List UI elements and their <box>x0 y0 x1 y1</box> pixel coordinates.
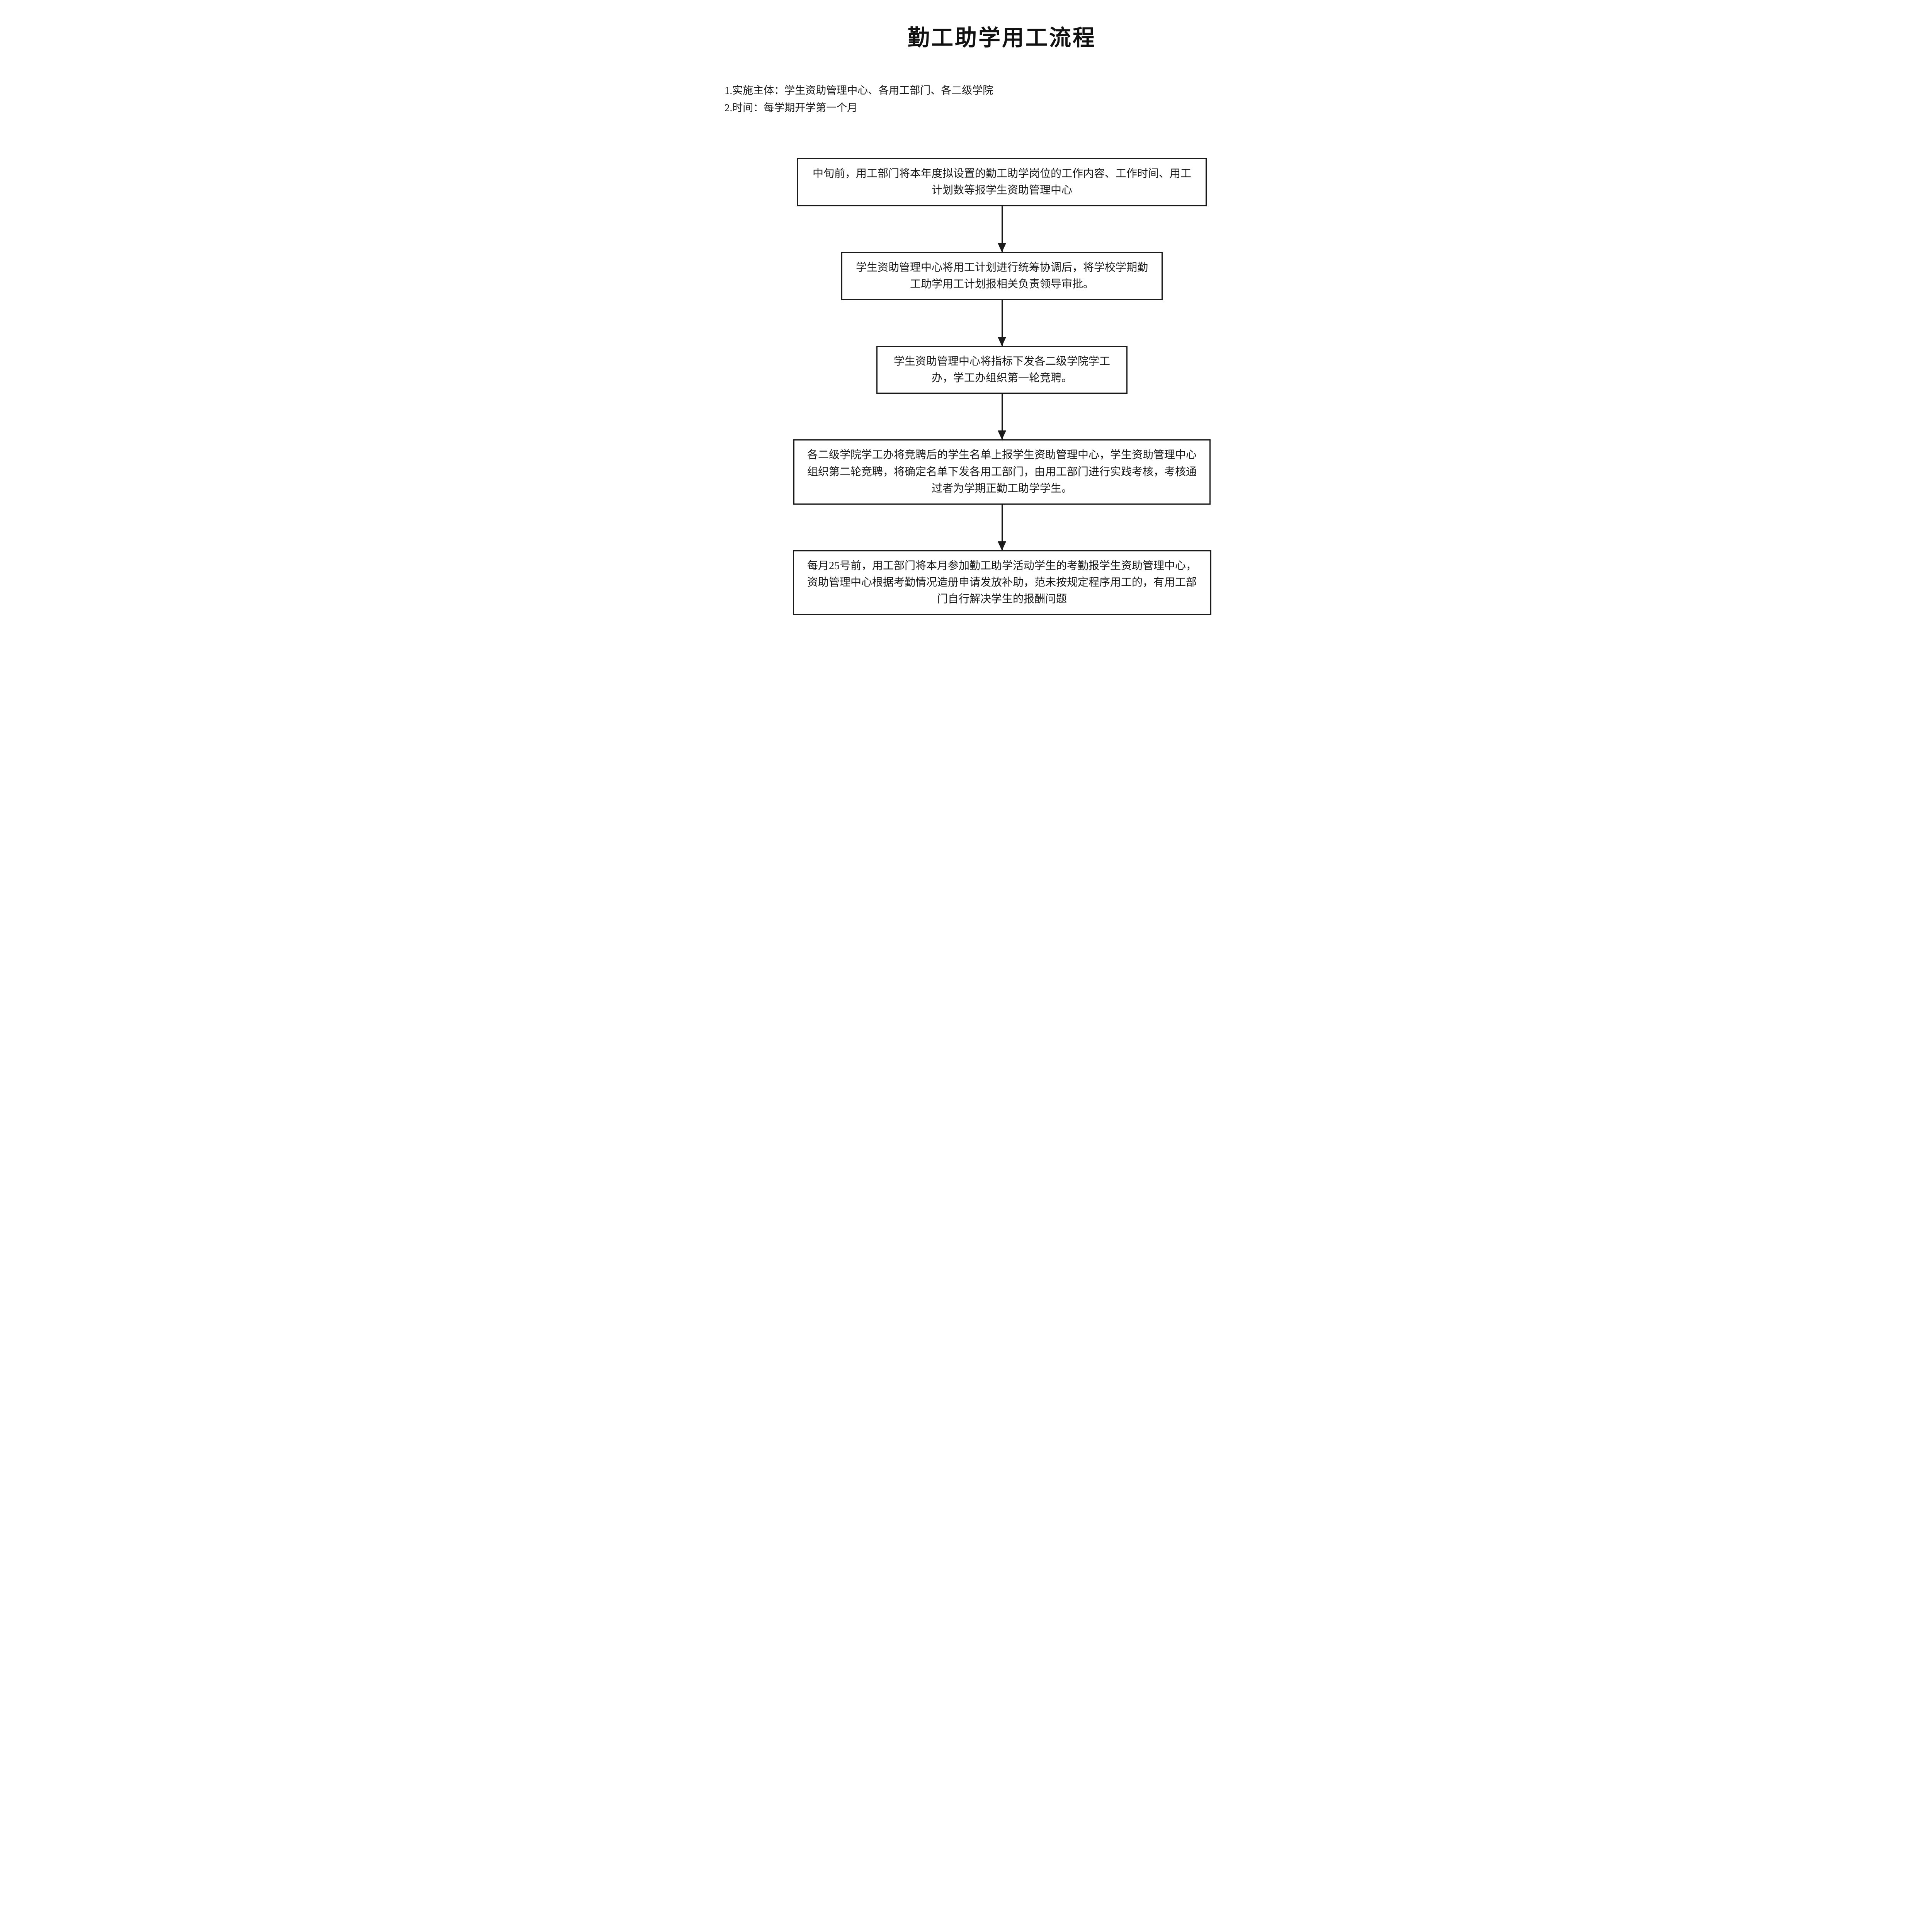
flow-step-3-text: 学生资助管理中心将指标下发各二级学院学工办，学工办组织第一轮竞聘。 <box>893 355 1110 384</box>
bottom-padding <box>709 615 1223 631</box>
down-arrow-icon <box>1001 394 1003 440</box>
note-line-1: 1.实施主体：学生资助管理中心、各用工部门、各二级学院 <box>724 85 993 96</box>
flow-step-2: 学生资助管理中心将用工计划进行统筹协调后，将学校学期勤工助学用工计划报相关负责领… <box>841 252 1163 300</box>
down-arrow-icon <box>1001 206 1003 252</box>
flow-step-4-text: 各二级学院学工办将竞聘后的学生名单上报学生资助管理中心，学生资助管理中心组织第二… <box>807 449 1197 495</box>
flow-step-1-text: 中旬前，用工部门将本年度拟设置的勤工助学岗位的工作内容、工作时间、用工计划数等报… <box>812 168 1191 197</box>
flow-step-3: 学生资助管理中心将指标下发各二级学院学工办，学工办组织第一轮竞聘。 <box>876 345 1128 394</box>
down-arrow-icon <box>1001 504 1003 550</box>
flow-step-5-text: 每月25号前，用工部门将本月参加勤工助学活动学生的考勤报学生资助管理中心，资助管… <box>807 560 1197 605</box>
flow-step-4: 各二级学院学工办将竞聘后的学生名单上报学生资助管理中心，学生资助管理中心组织第二… <box>793 439 1211 505</box>
notes-block: 1.实施主体：学生资助管理中心、各用工部门、各二级学院 2.时间：每学期开学第一… <box>724 82 1223 116</box>
flowchart-page: 勤工助学用工流程 1.实施主体：学生资助管理中心、各用工部门、各二级学院 2.时… <box>709 0 1223 631</box>
note-line-2: 2.时间：每学期开学第一个月 <box>724 102 858 114</box>
flow-step-2-text: 学生资助管理中心将用工计划进行统筹协调后，将学校学期勤工助学用工计划报相关负责领… <box>855 261 1148 291</box>
flow-step-5: 每月25号前，用工部门将本月参加勤工助学活动学生的考勤报学生资助管理中心，资助管… <box>793 550 1211 615</box>
down-arrow-icon <box>1001 300 1003 346</box>
flow-step-1: 中旬前，用工部门将本年度拟设置的勤工助学岗位的工作内容、工作时间、用工计划数等报… <box>797 158 1207 206</box>
flowchart: 中旬前，用工部门将本年度拟设置的勤工助学岗位的工作内容、工作时间、用工计划数等报… <box>793 158 1211 615</box>
page-title: 勤工助学用工流程 <box>908 25 1096 51</box>
